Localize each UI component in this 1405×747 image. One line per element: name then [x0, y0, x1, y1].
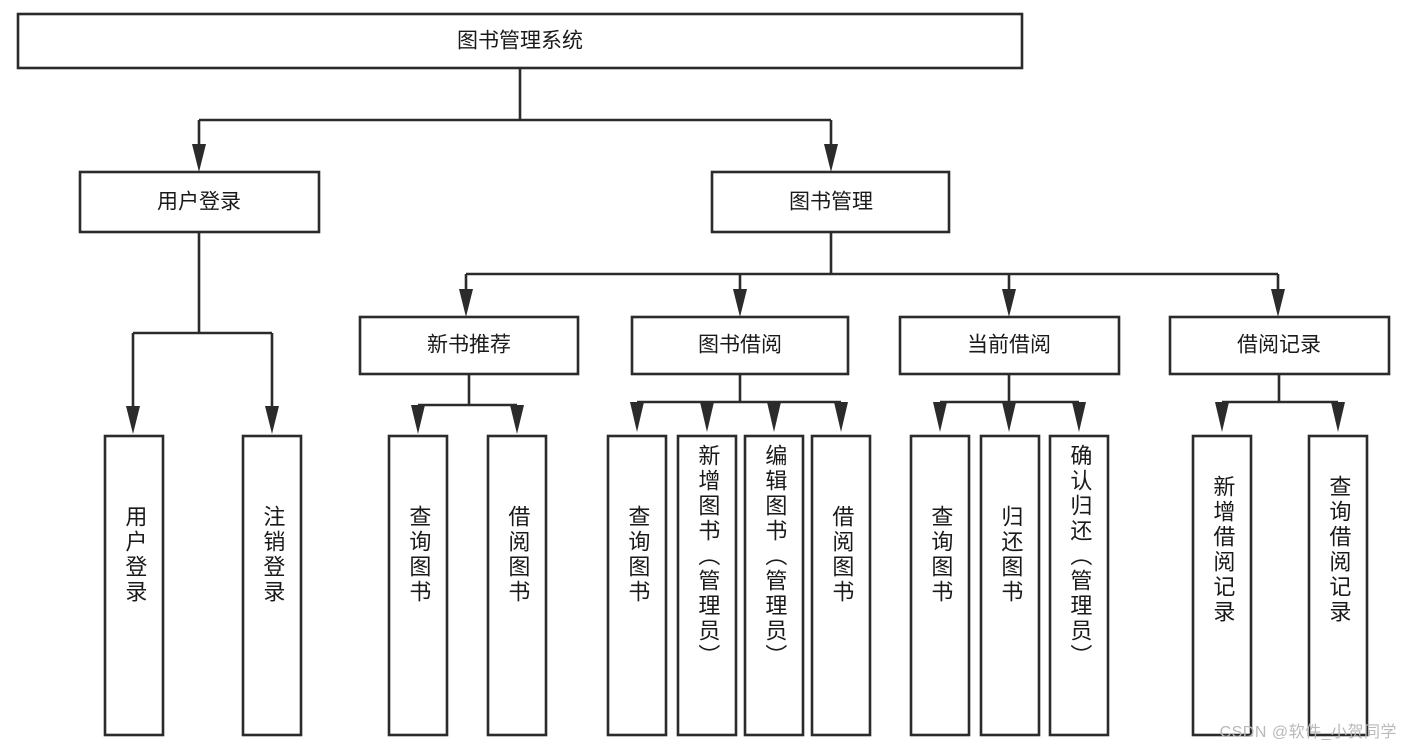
- node-current-borrow-label: 当前借阅: [967, 334, 1051, 357]
- node-book-borrow-label: 图书借阅: [698, 334, 782, 357]
- node-book-borrow[interactable]: 图书借阅: [630, 315, 850, 376]
- arrow-to-book-manage: [824, 144, 838, 172]
- arrow-leaf-bb-borrow-book: [834, 402, 848, 432]
- node-current-borrow-box[interactable]: [898, 315, 1121, 376]
- node-book-borrow-box[interactable]: [630, 315, 850, 376]
- arrow-to-user-login: [192, 144, 206, 172]
- arrow-to-book-borrow: [733, 289, 747, 317]
- leaf-box-rec-borrow-book[interactable]: [486, 434, 548, 737]
- node-root[interactable]: 图书管理系统: [16, 12, 1024, 70]
- leaf-box-user-login[interactable]: [103, 434, 165, 737]
- node-borrow-record-box[interactable]: [1168, 315, 1391, 376]
- leaf-box-br-query-record[interactable]: [1307, 434, 1369, 737]
- node-new-book-rec-label: 新书推荐: [427, 334, 511, 357]
- leaf-box-bb-edit-book[interactable]: [743, 434, 805, 737]
- node-new-book-rec-box[interactable]: [358, 315, 580, 376]
- leaf-box-bb-add-book[interactable]: [676, 434, 738, 737]
- arrow-leaf-cb-confirm-return: [1072, 402, 1086, 432]
- arrow-leaf-user-logout: [265, 406, 279, 434]
- node-book-manage[interactable]: 图书管理: [710, 170, 951, 234]
- leaf-box-cb-query-book[interactable]: [909, 434, 971, 737]
- node-user-login-label: 用户登录: [157, 191, 241, 214]
- arrow-leaf-cb-query-book: [933, 402, 947, 432]
- arrow-leaf-bb-edit-book: [767, 402, 781, 432]
- arrow-leaf-cb-return-book: [1002, 402, 1016, 432]
- arrow-to-current-borrow: [1002, 289, 1016, 317]
- node-book-manage-box[interactable]: [710, 170, 951, 234]
- node-book-manage-label: 图书管理: [789, 191, 873, 214]
- leaf-box-rec-query-book[interactable]: [387, 434, 449, 737]
- node-current-borrow[interactable]: 当前借阅: [898, 315, 1121, 376]
- arrow-leaf-br-query-record: [1331, 402, 1345, 432]
- leaf-box-bb-borrow-book[interactable]: [810, 434, 872, 737]
- leaf-box-user-logout[interactable]: [241, 434, 303, 737]
- node-borrow-record-label: 借阅记录: [1237, 334, 1321, 357]
- leaf-box-bb-query-book[interactable]: [606, 434, 668, 737]
- node-root-box[interactable]: [16, 12, 1024, 70]
- leaf-box-cb-return-book[interactable]: [979, 434, 1041, 737]
- arrow-leaf-bb-query-book: [630, 402, 644, 432]
- arrow-leaf-rec-borrow-book: [510, 405, 524, 434]
- arrow-to-borrow-record: [1271, 289, 1285, 317]
- leaf-box-cb-confirm-return[interactable]: [1048, 434, 1110, 737]
- node-borrow-record[interactable]: 借阅记录: [1168, 315, 1391, 376]
- arrow-to-new-book-rec: [459, 289, 473, 317]
- node-user-login[interactable]: 用户登录: [78, 170, 321, 234]
- csdn-watermark: CSDN @软件_小贺同学: [1219, 724, 1397, 741]
- node-root-label: 图书管理系统: [457, 30, 583, 53]
- arrow-leaf-br-add-record: [1215, 402, 1229, 432]
- arrow-leaf-bb-add-book: [700, 402, 714, 432]
- arrow-leaf-user-login: [126, 406, 140, 434]
- arrow-leaf-rec-query-book: [411, 405, 425, 434]
- leaf-box-br-add-record[interactable]: [1191, 434, 1253, 737]
- node-new-book-rec[interactable]: 新书推荐: [358, 315, 580, 376]
